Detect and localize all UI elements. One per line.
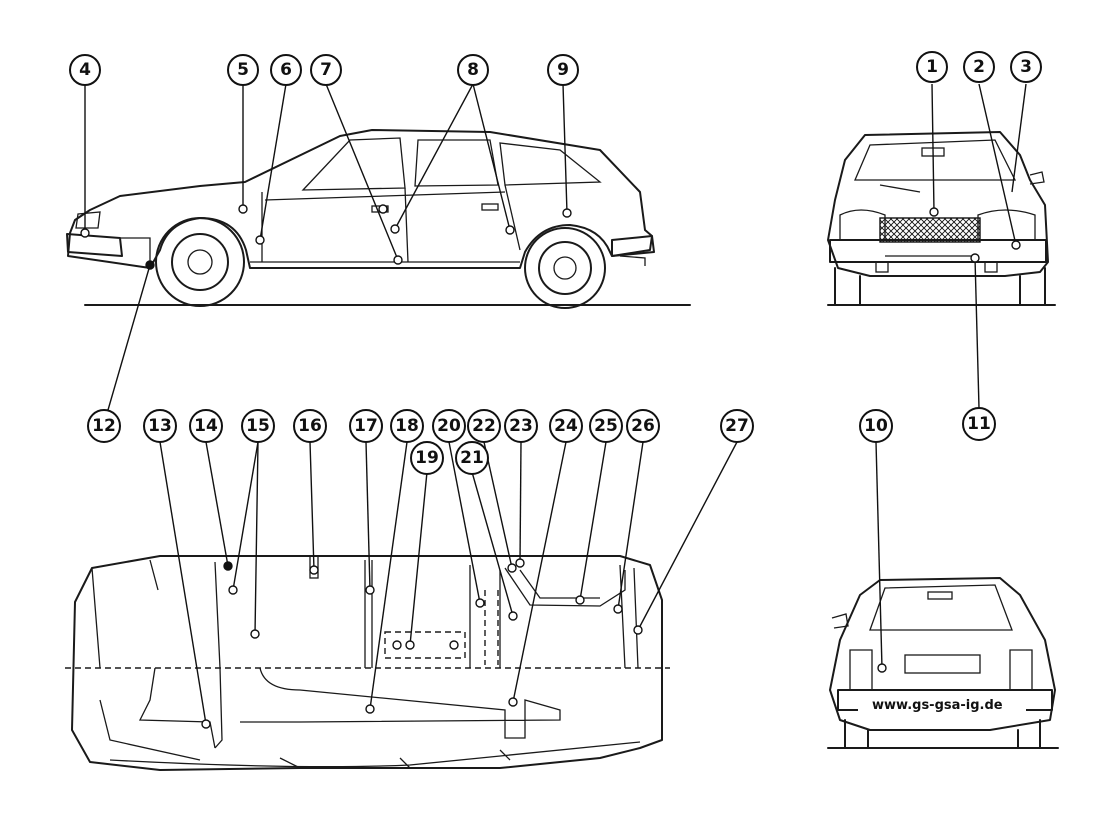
svg-text:22: 22 (472, 416, 496, 436)
svg-text:15: 15 (246, 416, 270, 436)
svg-text:2: 2 (973, 57, 985, 77)
svg-text:11: 11 (967, 414, 991, 434)
callout-26: 26 (626, 409, 660, 443)
callout-4: 4 (69, 54, 101, 86)
svg-text:16: 16 (298, 416, 322, 436)
callout-6: 6 (270, 54, 302, 86)
measuring-points (80, 204, 1021, 729)
svg-text:5: 5 (237, 60, 249, 80)
callout-20: 20 (432, 409, 466, 443)
svg-text:26: 26 (631, 416, 655, 436)
callouts: 1 2 3 4 5 6 7 8 9 10 11 12 13 14 15 16 1… (69, 51, 1042, 475)
callout-5: 5 (227, 54, 259, 86)
svg-text:6: 6 (280, 60, 292, 80)
callout-9: 9 (547, 54, 579, 86)
callout-16: 16 (293, 409, 327, 443)
callout-12: 12 (87, 409, 121, 443)
svg-text:17: 17 (354, 416, 378, 436)
callout-21: 21 (455, 441, 489, 475)
callout-7: 7 (310, 54, 342, 86)
callout-23: 23 (504, 409, 538, 443)
svg-text:21: 21 (460, 448, 484, 468)
callout-22: 22 (467, 409, 501, 443)
svg-text:8: 8 (467, 60, 479, 80)
svg-text:14: 14 (194, 416, 218, 436)
callout-8: 8 (457, 54, 489, 86)
callout-2: 2 (963, 51, 995, 83)
callout-24: 24 (549, 409, 583, 443)
callout-3: 3 (1010, 51, 1042, 83)
side-view (66, 129, 691, 309)
callout-15: 15 (241, 409, 275, 443)
svg-text:10: 10 (864, 416, 888, 436)
svg-text:12: 12 (92, 416, 116, 436)
svg-text:23: 23 (509, 416, 533, 436)
plan-view (65, 555, 670, 771)
svg-text:25: 25 (594, 416, 618, 436)
callout-19: 19 (410, 441, 444, 475)
svg-text:1: 1 (926, 57, 938, 77)
callout-25: 25 (589, 409, 623, 443)
callout-10: 10 (859, 409, 893, 443)
svg-text:www.gs-gsa-ig.de: www.gs-gsa-ig.de (872, 698, 1003, 713)
svg-text:9: 9 (557, 60, 569, 80)
callout-27: 27 (720, 409, 754, 443)
svg-text:7: 7 (320, 60, 332, 80)
svg-text:13: 13 (148, 416, 172, 436)
svg-text:20: 20 (437, 416, 461, 436)
svg-text:19: 19 (415, 448, 439, 468)
svg-text:18: 18 (395, 416, 419, 436)
svg-text:3: 3 (1020, 57, 1032, 77)
callout-14: 14 (189, 409, 223, 443)
svg-text:27: 27 (725, 416, 749, 436)
svg-text:4: 4 (79, 60, 91, 80)
callout-18: 18 (390, 409, 424, 443)
watermark: www.gs-gsa-ig.de (858, 694, 1026, 714)
callout-1: 1 (916, 51, 948, 83)
callout-11: 11 (962, 407, 996, 441)
callout-17: 17 (349, 409, 383, 443)
front-view (827, 131, 1056, 306)
callout-13: 13 (143, 409, 177, 443)
rear-view (827, 577, 1059, 749)
svg-text:24: 24 (554, 416, 578, 436)
leader-lines (84, 82, 1027, 725)
